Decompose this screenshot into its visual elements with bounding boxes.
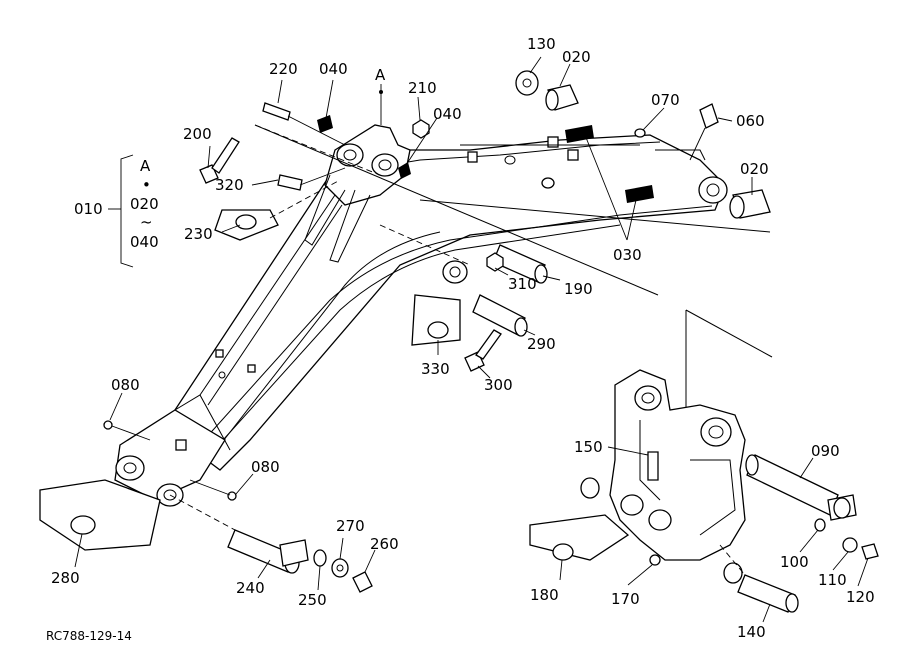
label-120: 120 <box>846 588 875 606</box>
label-210: 210 <box>408 79 437 97</box>
label-260: 260 <box>370 535 399 553</box>
label-070: 070 <box>651 91 680 109</box>
hardware-lower-left <box>39 420 373 593</box>
label-140: 140 <box>737 623 766 641</box>
label-190: 190 <box>564 280 593 298</box>
label-230: 230 <box>184 225 213 243</box>
label-290: 290 <box>527 335 556 353</box>
callout-a-label: A <box>375 66 386 84</box>
label-030: 030 <box>613 246 642 264</box>
label-060: 060 <box>736 112 765 130</box>
hardware-upper <box>199 70 771 372</box>
label-170: 170 <box>611 590 640 608</box>
leader-lines <box>74 56 869 623</box>
label-130: 130 <box>527 35 556 53</box>
group-bracket-010 <box>108 154 134 268</box>
document-code: RC788-129-14 <box>46 629 132 643</box>
label-180: 180 <box>530 586 559 604</box>
label-240: 240 <box>236 579 265 597</box>
label-280: 280 <box>51 569 80 587</box>
label-020-right: 020 <box>740 160 769 178</box>
label-150: 150 <box>574 438 603 456</box>
swing-bracket <box>529 309 879 613</box>
label-270: 270 <box>336 517 365 535</box>
label-300: 300 <box>484 376 513 394</box>
label-250: 250 <box>298 591 327 609</box>
group-range-tilde: ~ <box>140 213 153 231</box>
label-090: 090 <box>811 442 840 460</box>
group-ref-letter: A <box>140 157 151 175</box>
label-310: 310 <box>508 275 537 293</box>
label-330: 330 <box>421 360 450 378</box>
label-110: 110 <box>818 571 847 589</box>
group-range-from: 020 <box>130 195 159 213</box>
group-dot: • <box>142 176 151 194</box>
label-040-right: 040 <box>433 105 462 123</box>
label-080-left: 080 <box>111 376 140 394</box>
label-100: 100 <box>780 553 809 571</box>
label-220: 220 <box>269 60 298 78</box>
label-020-top: 020 <box>562 48 591 66</box>
group-part-number: 010 <box>74 200 103 218</box>
group-range-to: 040 <box>130 233 159 251</box>
label-040-top: 040 <box>319 60 348 78</box>
label-200: 200 <box>183 125 212 143</box>
label-320: 320 <box>215 176 244 194</box>
boom-arm <box>114 124 728 507</box>
label-080-lower: 080 <box>251 458 280 476</box>
